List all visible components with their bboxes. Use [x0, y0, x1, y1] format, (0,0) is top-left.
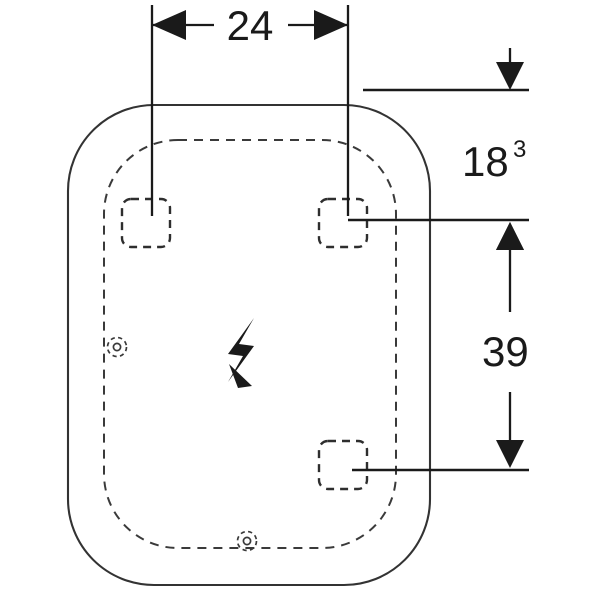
arrow-head-39-bottom	[496, 440, 524, 468]
arrow-head-24-right	[314, 10, 348, 40]
mirror-body-outline	[66, 103, 432, 587]
fixing-point-left-inner-ring	[112, 342, 122, 352]
dimension-label-height-upper: 18	[462, 138, 509, 185]
mirror-body-group	[66, 103, 432, 587]
mounting-brackets-group	[120, 197, 369, 491]
bracket-lower-right	[317, 439, 369, 491]
arrow-head-18-top	[496, 62, 524, 90]
fixing-point-left-outer-ring	[106, 336, 128, 358]
dimension-label-height-lower: 39	[482, 328, 529, 375]
dimension-height-lower: 39	[482, 222, 529, 468]
bracket-upper-right	[317, 197, 369, 249]
fixing-point-bottom	[236, 530, 258, 552]
dimension-label-width: 24	[227, 2, 274, 49]
arrow-head-39-top	[496, 222, 524, 250]
extension-lines-group	[348, 88, 529, 472]
fixing-point-markers-group	[106, 336, 258, 552]
lightning-bolt-icon	[228, 318, 254, 388]
fixing-point-bottom-outer-ring	[236, 530, 258, 552]
dimension-label-height-upper-superscript: 3	[513, 136, 526, 163]
arrow-head-24-left	[152, 10, 186, 40]
bracket-upper-left	[120, 197, 172, 249]
fixing-point-left	[106, 336, 128, 358]
dimension-width-top: 24	[150, 2, 350, 216]
mirror-inner-outline	[103, 139, 397, 549]
fixing-point-bottom-inner-ring	[242, 536, 252, 546]
